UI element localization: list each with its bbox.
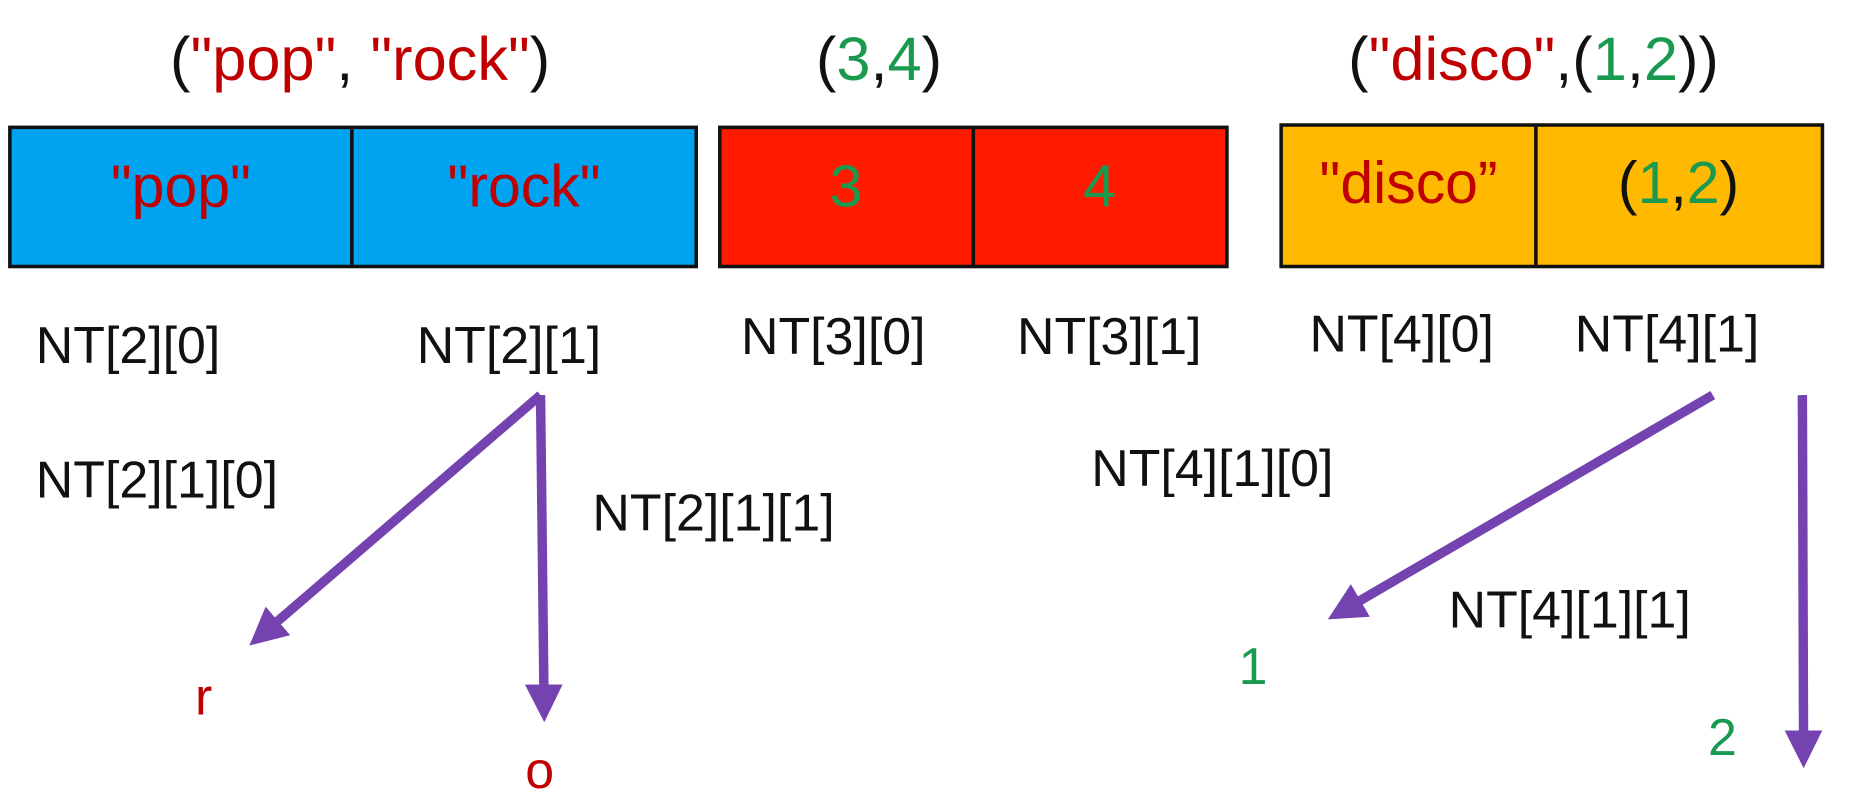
cell-value: 4 xyxy=(1083,154,1116,219)
cell-value-nested-tuple: (1,2) xyxy=(1618,151,1739,216)
index-label: NT[3][1] xyxy=(1017,307,1202,365)
index-label: NT[3][0] xyxy=(741,307,926,365)
leaf-value-1: 1 xyxy=(1239,637,1268,695)
arrow-to-1 xyxy=(1327,390,1716,620)
cell-value: 3 xyxy=(830,154,863,219)
nested-index-label: NT[2][1][1] xyxy=(592,484,834,542)
arrow-to-r xyxy=(249,391,544,646)
leaf-value-2: 2 xyxy=(1708,708,1737,766)
tuple-box-disco: "disco” (1,2) xyxy=(1279,123,1825,269)
index-label: NT[4][1] xyxy=(1575,304,1760,362)
nested-index-label: NT[4][1][0] xyxy=(1091,439,1333,497)
tuple-title-disco: ("disco",(1,2)) xyxy=(1348,24,1719,93)
index-label: NT[2][0] xyxy=(36,316,221,374)
index-label: NT[2][1] xyxy=(417,316,602,374)
cell-value: "rock" xyxy=(447,154,600,219)
tuple-title-pop-rock: ("pop", "rock") xyxy=(170,24,550,93)
leaf-value-r: r xyxy=(195,668,212,726)
tuple-box-3-4: 3 4 xyxy=(718,125,1229,269)
index-label: NT[4][0] xyxy=(1309,304,1494,362)
tuple-box-fill xyxy=(1279,123,1825,269)
tuple-title-3-4: (3,4) xyxy=(816,24,942,93)
arrow-to-o xyxy=(524,395,563,723)
tuple-box-pop-rock: "pop" "rock" xyxy=(8,125,698,269)
nested-index-label: NT[2][1][0] xyxy=(36,451,278,509)
leaf-value-o: o xyxy=(525,741,554,799)
cell-value: "pop" xyxy=(111,154,251,219)
cell-value: "disco” xyxy=(1319,151,1497,216)
nested-index-label: NT[4][1][1] xyxy=(1449,580,1691,638)
arrow-to-2 xyxy=(1784,395,1823,769)
